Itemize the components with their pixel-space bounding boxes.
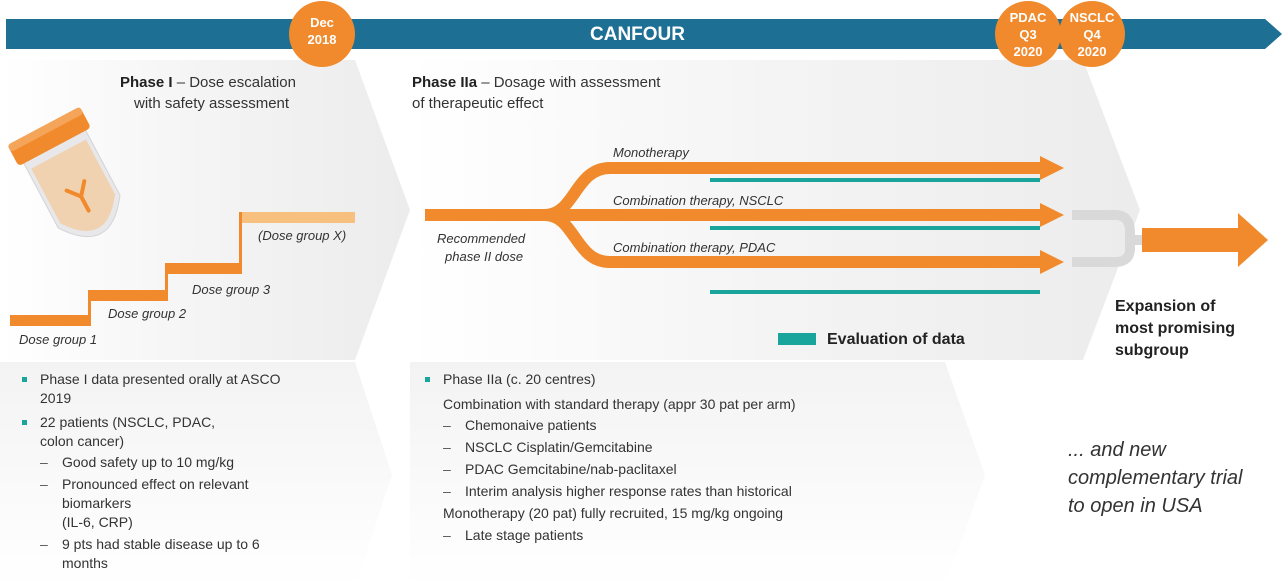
dash-icon: –: [40, 476, 48, 492]
dash-icon: –: [40, 454, 48, 470]
milestone-circle-nsclc: [1059, 1, 1125, 67]
arm-arrowhead-3: [1040, 250, 1064, 274]
test-tube-illustration: [8, 107, 121, 237]
legend-swatch: [778, 333, 816, 345]
phase1-title: Phase I – Dose escalation with safety as…: [120, 74, 296, 112]
phase2a-details-panel: [410, 362, 985, 587]
list-item: – NSCLC Cisplatin/Gemcitabine: [443, 439, 653, 455]
legend-label: Evaluation of data: [827, 331, 965, 348]
usa-trial-note: ... and new complementary trial to open …: [1068, 439, 1243, 517]
list-item: – PDAC Gemcitabine/nab-paclitaxel: [443, 461, 677, 477]
phase2a-title: Phase IIa – Dosage with assessment of th…: [412, 74, 661, 112]
phase2a-details-list: Phase IIa (c. 20 centres) Combination wi…: [425, 370, 945, 545]
milestone-dec-2018: Dec 2018: [307, 15, 337, 47]
list-item: – Late stage patients: [443, 527, 584, 543]
phase1-details-list: Phase I data presented orally at ASCO 20…: [22, 370, 352, 573]
list-item: 22 patients (NSCLC, PDAC, colon cancer): [22, 413, 352, 451]
list-item: Monotherapy (20 pat) fully recruited, 15…: [443, 505, 784, 521]
evaluation-bar-3: [710, 290, 1040, 294]
bullet-icon: [22, 420, 27, 425]
milestone-circle-pdac: [995, 1, 1061, 67]
milestone-nsclc: NSCLC Q4 2020: [1069, 10, 1115, 59]
arm-label-monotherapy: Monotherapy: [613, 145, 689, 160]
dash-icon: –: [443, 527, 451, 543]
banner-title: CANFOUR: [590, 24, 685, 45]
list-item: – 9 pts had stable disease up to 6 month…: [40, 536, 260, 571]
list-item: – Pronounced effect on relevant biomarke…: [40, 476, 249, 530]
list-item: Phase I data presented orally at ASCO 20…: [22, 370, 352, 408]
evaluation-bar-2: [710, 226, 1040, 230]
dose-group-x-label: (Dose group X): [258, 228, 347, 243]
dash-icon: –: [443, 483, 451, 499]
list-item: – Chemonaive patients: [443, 417, 597, 433]
dose-group-1-label: Dose group 1: [19, 332, 98, 347]
phase1-details-panel: [0, 362, 392, 587]
bullet-icon: [22, 377, 27, 382]
list-item: – Good safety up to 10 mg/kg: [40, 454, 234, 470]
dose-staircase: [10, 212, 355, 326]
milestone-circle-dec-2018: [289, 1, 355, 67]
list-item: Phase IIa (c. 20 centres): [425, 370, 945, 389]
arm-label-pdac: Combination therapy, PDAC: [613, 240, 776, 255]
evaluation-bar-1: [710, 178, 1040, 182]
arm-label-nsclc: Combination therapy, NSCLC: [613, 193, 784, 208]
list-item: Combination with standard therapy (appr …: [443, 396, 796, 412]
arm-arrowhead-1: [1040, 156, 1064, 180]
arm-arrowhead-2: [1040, 203, 1064, 227]
dose-group-3-label: Dose group 3: [192, 282, 271, 297]
expansion-arrow: [1142, 213, 1268, 267]
phase1-panel: [0, 60, 410, 360]
expansion-text: Expansion of most promising subgroup: [1115, 298, 1236, 359]
dose-group-2-label: Dose group 2: [108, 306, 187, 321]
list-item: – Interim analysis higher response rates…: [443, 483, 792, 499]
dash-icon: –: [443, 417, 451, 433]
phase2a-arms: [425, 162, 1040, 268]
recommended-dose-label: Recommended phase II dose: [437, 231, 526, 264]
dash-icon: –: [443, 461, 451, 477]
bullet-icon: [425, 377, 430, 382]
milestone-pdac: PDAC Q3 2020: [1009, 10, 1047, 59]
dash-icon: –: [443, 439, 451, 455]
dash-icon: –: [40, 536, 48, 552]
